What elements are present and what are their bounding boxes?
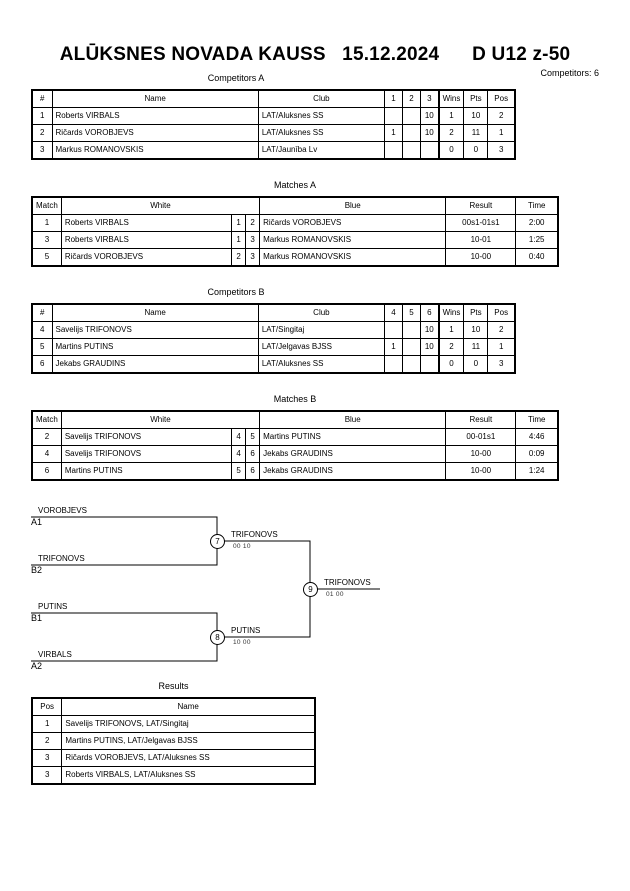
category-label: D U12 z-50 (472, 44, 571, 65)
pool-b-matches-table: Match White Blue Result Time 2 Savelijs … (31, 410, 559, 481)
table-row: 6 Martins PUTINS 5 6 Jekabs GRAUDINS 10-… (31, 462, 559, 481)
cell-match: 5 (31, 248, 62, 267)
semi1-score: 00 10 (233, 543, 251, 550)
bracket-name-a1: VOROBJEVS (38, 506, 87, 515)
table-row: 1 Savelijs TRIFONOVS, LAT/Singitaj (31, 715, 316, 733)
pool-b-competitors-table: # Name Club 4 5 6 Wins Pts Pos 4 Savelij… (31, 303, 516, 374)
table-row: 1 Roberts VIRBALS 1 2 Ričards VOROBJEVS … (31, 214, 559, 232)
cell-wins: 0 (437, 141, 465, 160)
cell-club: LAT/Jelgavas BJSS (257, 338, 386, 356)
table-row: 3 Ričards VOROBJEVS, LAT/Aluksnes SS (31, 749, 316, 767)
table-row: 6 Jekabs GRAUDINS LAT/Aluksnes SS 0 0 3 (31, 355, 516, 374)
cell-name: Savelijs TRIFONOVS, LAT/Singitaj (61, 715, 316, 733)
cell-pos: 1 (487, 338, 516, 356)
bracket-name-b2: TRIFONOVS (38, 554, 85, 563)
final-winner: TRIFONOVS (324, 578, 371, 587)
table-row: 2 Martins PUTINS, LAT/Jelgavas BJSS (31, 732, 316, 750)
bracket-seed-a1: A1 (31, 517, 43, 527)
cell-match: 3 (31, 231, 62, 249)
cell-pos: 3 (487, 141, 516, 160)
cell-name: Martins PUTINS (51, 338, 259, 356)
table-row: 3 Roberts VIRBALS 1 3 Markus ROMANOVSKIS… (31, 231, 559, 249)
cell-time: 0:40 (515, 248, 559, 267)
semi2-winner: PUTINS (231, 626, 261, 635)
semi1-winner: TRIFONOVS (231, 530, 278, 539)
cell-club: LAT/Jaunība Lv (257, 141, 386, 160)
bracket-name-b1: PUTINS (38, 602, 68, 611)
cell-white: Martins PUTINS (60, 462, 233, 481)
cell-result: 10-01 (445, 231, 517, 249)
page-title: ALŪKSNES NOVADA KAUSS 15.12.2024 D U12 z… (0, 44, 630, 66)
table-row: 2 Ričards VOROBJEVS LAT/Aluksnes SS 1 10… (31, 124, 516, 142)
cell-blue: Markus ROMANOVSKIS (259, 231, 447, 249)
col-header: Wins (437, 89, 465, 108)
cell-match: 4 (31, 445, 62, 463)
bracket-seed-b1: B1 (31, 613, 43, 623)
cell-wins: 1 (437, 107, 465, 125)
table-row: 3 Markus ROMANOVSKIS LAT/Jaunība Lv 0 0 … (31, 141, 516, 160)
cell-name: Markus ROMANOVSKIS (51, 141, 259, 160)
cell-blue: Jekabs GRAUDINS (259, 445, 447, 463)
table-row: 5 Ričards VOROBJEVS 2 3 Markus ROMANOVSK… (31, 248, 559, 267)
pool-b-matches-heading: Matches B (273, 394, 317, 404)
pool-a-matches-table: Match White Blue Result Time 1 Roberts V… (31, 196, 559, 267)
results-heading: Results (158, 681, 189, 691)
cell-name: Martins PUTINS, LAT/Jelgavas BJSS (61, 732, 316, 750)
table-row: 4 Savelijs TRIFONOVS 4 6 Jekabs GRAUDINS… (31, 445, 559, 463)
cell-pos: 2 (31, 732, 63, 750)
match-8-badge: 8 (210, 630, 225, 645)
pool-a-heading: Competitors A (207, 73, 265, 83)
table-row: 5 Martins PUTINS LAT/Jelgavas BJSS 1 10 … (31, 338, 516, 356)
table-header-row: # Name Club 4 5 6 Wins Pts Pos (31, 303, 516, 322)
pool-a-competitors-table: # Name Club 1 2 3 Wins Pts Pos 1 Roberts… (31, 89, 516, 160)
cell-blue: Jekabs GRAUDINS (259, 462, 447, 481)
cell-club: LAT/Aluksnes SS (257, 124, 386, 142)
cell-blue: Markus ROMANOVSKIS (259, 248, 447, 267)
cell-club: LAT/Aluksnes SS (257, 355, 386, 374)
cell-name: Ričards VOROBJEVS, LAT/Aluksnes SS (61, 749, 316, 767)
cell-pts: 0 (463, 141, 489, 160)
cell-time: 0:09 (515, 445, 559, 463)
bracket-seed-b2: B2 (31, 565, 43, 575)
final-score: 01 00 (326, 591, 344, 598)
col-header: Pos (487, 303, 516, 322)
table-row: 3 Roberts VIRBALS, LAT/Aluksnes SS (31, 766, 316, 785)
results-table: Pos Name 1 Savelijs TRIFONOVS, LAT/Singi… (31, 697, 316, 785)
cell-white: Savelijs TRIFONOVS (60, 445, 233, 463)
match-9-badge: 9 (303, 582, 318, 597)
cell-result: 10-00 (445, 462, 517, 481)
cell-white: Ričards VOROBJEVS (60, 248, 233, 267)
cell-pos: 1 (487, 124, 516, 142)
cell-wins: 2 (437, 338, 465, 356)
cell-white: Roberts VIRBALS (60, 231, 233, 249)
cell-wins: 2 (437, 124, 465, 142)
event-date: 15.12.2024 (342, 44, 440, 65)
col-header: Name (61, 697, 316, 716)
cell-pos: 3 (31, 749, 63, 767)
cell-time: 1:25 (515, 231, 559, 249)
cell-pos: 3 (487, 355, 516, 374)
cell-white: Roberts VIRBALS (60, 214, 233, 232)
bracket-name-a2: VIRBALS (38, 650, 72, 659)
semi2-score: 10 00 (233, 639, 251, 646)
bracket-seed-a2: A2 (31, 661, 43, 671)
pool-a-matches-heading: Matches A (273, 180, 317, 190)
cell-name: Roberts VIRBALS, LAT/Aluksnes SS (61, 766, 316, 785)
cell-wins: 0 (437, 355, 465, 374)
table-header-row: Pos Name (31, 697, 316, 716)
cell-time: 1:24 (515, 462, 559, 481)
cell-pos: 3 (31, 766, 63, 785)
match-7-badge: 7 (210, 534, 225, 549)
event-name: ALŪKSNES NOVADA KAUSS (59, 44, 326, 65)
col-header: Pos (31, 697, 63, 716)
competitors-count: Competitors: 6 (540, 68, 599, 78)
cell-pos: 1 (31, 715, 63, 733)
pool-b-heading: Competitors B (207, 287, 265, 297)
cell-match: 6 (31, 462, 62, 481)
